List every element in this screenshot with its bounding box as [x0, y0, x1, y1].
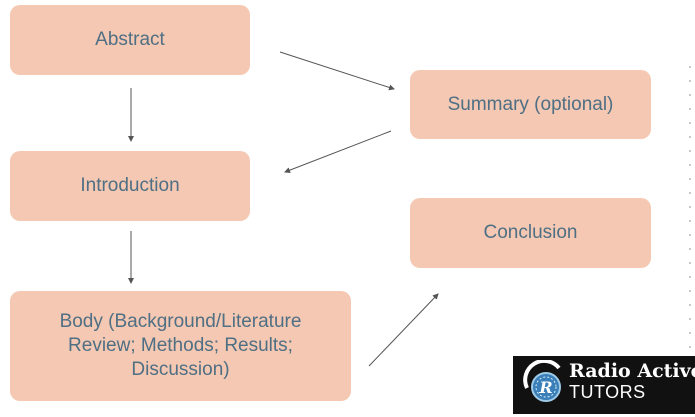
conclusion-box: Conclusion — [410, 198, 651, 268]
introduction-box: Introduction — [10, 151, 250, 221]
body-label-line: Discussion) — [131, 358, 230, 380]
logo-emblem-icon: R — [523, 360, 561, 402]
arrow-abstract-to-summary — [279, 51, 395, 91]
logo-title: Radio Active — [569, 360, 695, 382]
logo-emblem-letter: R — [538, 378, 552, 397]
logo-subtitle: TUTORS — [569, 382, 646, 402]
edge-dots-decoration — [688, 60, 692, 360]
summary-box: Summary (optional) — [410, 70, 651, 139]
introduction-label: Introduction — [80, 175, 180, 197]
abstract-label: Abstract — [95, 29, 165, 51]
conclusion-label: Conclusion — [483, 222, 578, 244]
body-label-line: Body (Background/Literature — [59, 311, 302, 333]
radio-active-tutors-logo: R Radio Active TUTORS — [513, 356, 695, 414]
body-label: Body (Background/Literature Review; Meth… — [60, 310, 302, 381]
abstract-box: Abstract — [10, 5, 250, 75]
arrow-body-to-conclusion — [368, 293, 439, 367]
body-label-line: Review; Methods; Results; — [68, 335, 293, 357]
arrow-summary-to-introduction — [284, 130, 392, 173]
summary-label: Summary (optional) — [447, 93, 614, 115]
body-box: Body (Background/Literature Review; Meth… — [10, 291, 351, 401]
